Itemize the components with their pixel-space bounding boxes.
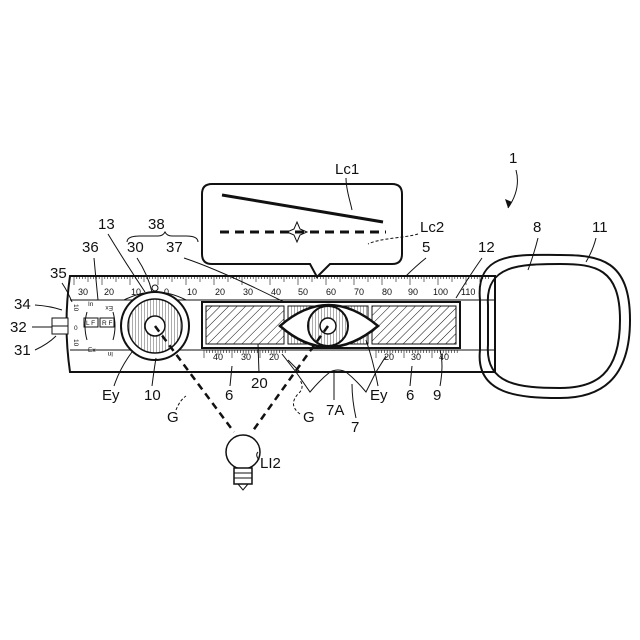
scale-top-14: 110	[461, 287, 475, 297]
svg-text:6: 6	[406, 387, 414, 404]
top-scale-ticks	[74, 276, 488, 285]
svg-text:7: 7	[351, 419, 359, 436]
svg-text:G: G	[167, 409, 179, 426]
left-dial-scale: 10 0 10	[52, 304, 79, 347]
svg-text:10: 10	[72, 304, 79, 312]
balloon-labels: Lc1 Lc2	[335, 161, 444, 244]
scale-top-11: 80	[382, 287, 392, 297]
svg-text:37: 37	[166, 239, 183, 256]
scale-top-4: 10	[187, 287, 197, 297]
svg-text:Lc2: Lc2	[420, 219, 444, 236]
device-reference: 1	[505, 150, 517, 208]
svg-text:11: 11	[592, 219, 608, 236]
label-ex-rot: Ex	[105, 304, 113, 311]
svg-text:10: 10	[144, 387, 161, 404]
speech-balloon	[202, 184, 402, 277]
lens-holder	[480, 255, 630, 398]
mode-panel: L F R F In Ex Ex In	[84, 301, 115, 357]
top-scale-labels: 30 20 10 0 10 20 30 40 50 60 70 80 90 10…	[78, 287, 475, 297]
svg-text:38: 38	[148, 216, 165, 233]
svg-text:Ey: Ey	[370, 387, 388, 404]
svg-text:5: 5	[422, 239, 430, 256]
svg-text:LI2: LI2	[260, 455, 281, 472]
btn-rf: R F	[102, 320, 113, 327]
svg-text:32: 32	[10, 319, 27, 336]
scale-top-13: 100	[433, 287, 448, 297]
svg-text:20: 20	[251, 375, 268, 392]
scale-top-1: 20	[104, 287, 114, 297]
line-lc1	[222, 195, 383, 222]
dial-assembly	[121, 285, 189, 360]
scale-top-6: 30	[243, 287, 253, 297]
svg-text:0: 0	[74, 325, 78, 332]
svg-text:Ey: Ey	[102, 387, 120, 404]
svg-text:7A: 7A	[326, 402, 344, 419]
svg-text:8: 8	[533, 219, 541, 236]
svg-text:35: 35	[50, 265, 67, 282]
lamp-icon	[226, 435, 260, 490]
svg-text:9: 9	[433, 387, 441, 404]
svg-text:34: 34	[14, 296, 31, 313]
label-in-rot: In	[107, 350, 113, 357]
scale-top-9: 60	[326, 287, 336, 297]
svg-text:13: 13	[98, 216, 115, 233]
svg-text:12: 12	[478, 239, 495, 256]
svg-text:30: 30	[127, 239, 144, 256]
label-ex: Ex	[88, 347, 96, 354]
svg-text:1: 1	[509, 150, 517, 167]
scale-top-8: 50	[298, 287, 308, 297]
scale-top-12: 90	[408, 287, 418, 297]
label-in: In	[88, 301, 94, 308]
scale-top-0: 30	[78, 287, 88, 297]
svg-text:G: G	[303, 409, 315, 426]
scale-top-5: 20	[215, 287, 225, 297]
svg-text:10: 10	[72, 339, 79, 347]
svg-text:Lc1: Lc1	[335, 161, 359, 178]
svg-text:31: 31	[14, 342, 31, 359]
svg-text:30: 30	[411, 352, 421, 362]
svg-text:6: 6	[225, 387, 233, 404]
btn-lf: L F	[86, 320, 95, 327]
scale-top-7: 40	[271, 287, 281, 297]
scale-top-10: 70	[354, 287, 364, 297]
bottom-scale-labels: 40 30 20 20 30 40	[213, 352, 449, 362]
svg-text:36: 36	[82, 239, 99, 256]
